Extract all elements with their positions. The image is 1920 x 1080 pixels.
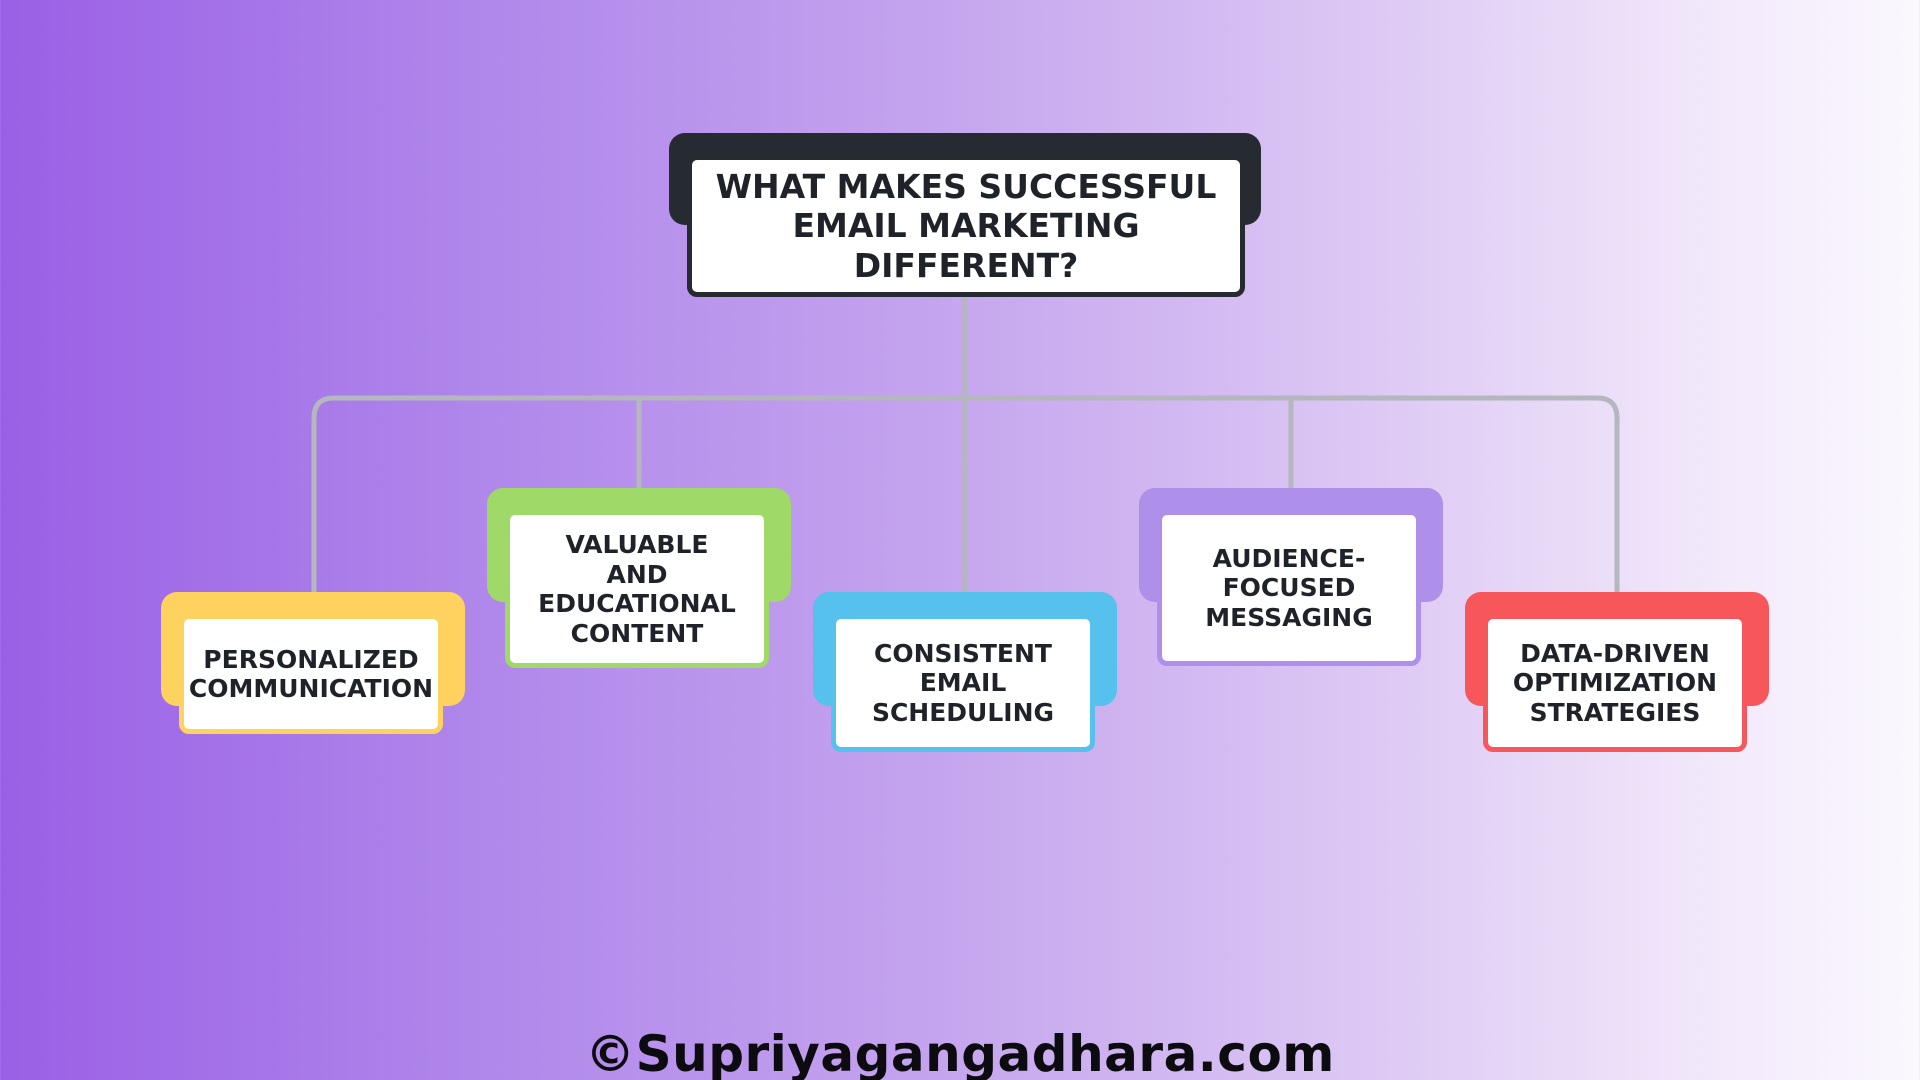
branch-node-label: PERSONALIZED COMMUNICATION <box>188 644 434 704</box>
branch-node-personalized-communication: PERSONALIZED COMMUNICATION <box>161 592 467 734</box>
branch-node-label: CONSISTENT EMAIL SCHEDULING <box>871 638 1055 727</box>
root-node-box: WHAT MAKES SUCCESSFUL EMAIL MARKETING DI… <box>687 155 1245 297</box>
root-node: WHAT MAKES SUCCESSFUL EMAIL MARKETING DI… <box>669 133 1261 299</box>
branch-node-consistent-email-scheduling: CONSISTENT EMAIL SCHEDULING <box>813 592 1119 752</box>
branch-node-label: DATA-DRIVEN OPTIMIZATION STRATEGIES <box>1512 638 1718 727</box>
copyright-footer: ©Supriyagangadhara.com <box>585 1025 1335 1080</box>
root-node-title: WHAT MAKES SUCCESSFUL EMAIL MARKETING DI… <box>715 166 1217 285</box>
branch-node-label: AUDIENCE- FOCUSED MESSAGING <box>1205 543 1373 632</box>
branch-node-box: VALUABLE AND EDUCATIONAL CONTENT <box>505 510 769 668</box>
branch-node-box: PERSONALIZED COMMUNICATION <box>179 614 443 734</box>
branch-node-box: CONSISTENT EMAIL SCHEDULING <box>831 614 1095 752</box>
branch-node-valuable-educational-content: VALUABLE AND EDUCATIONAL CONTENT <box>487 488 793 676</box>
branch-node-label: VALUABLE AND EDUCATIONAL CONTENT <box>538 530 736 648</box>
branch-node-box: AUDIENCE- FOCUSED MESSAGING <box>1157 510 1421 666</box>
branch-node-data-driven-optimization: DATA-DRIVEN OPTIMIZATION STRATEGIES <box>1465 592 1771 752</box>
branch-node-box: DATA-DRIVEN OPTIMIZATION STRATEGIES <box>1483 614 1747 752</box>
branch-node-audience-focused-messaging: AUDIENCE- FOCUSED MESSAGING <box>1139 488 1445 670</box>
